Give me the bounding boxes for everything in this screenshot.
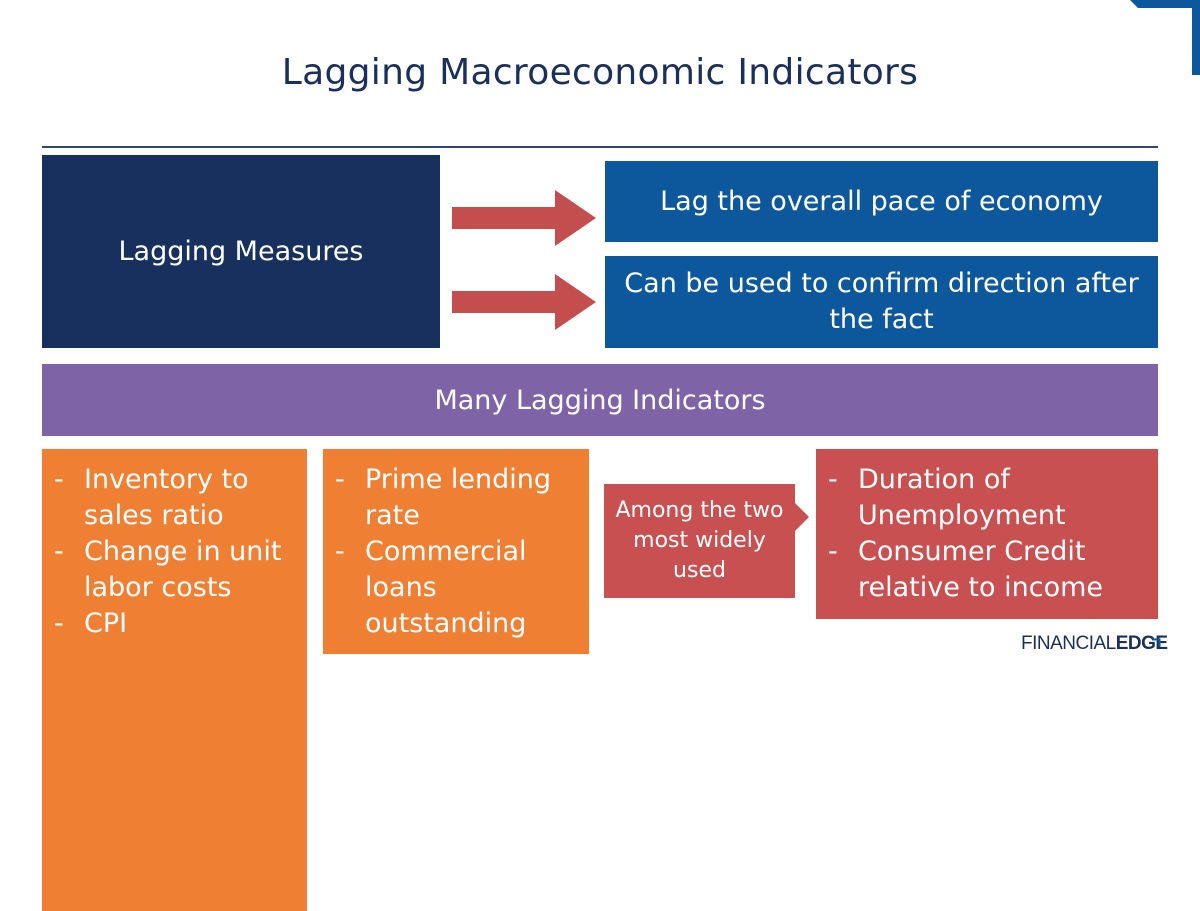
outcome-confirm-direction: Can be used to confirm direction after t… (605, 256, 1158, 348)
list-item: Prime lending rate (323, 462, 589, 534)
indicator-group-1-content: Inventory to sales ratio Change in unit … (42, 462, 307, 652)
logo-text-part1: FINANCIAL (1021, 633, 1116, 654)
corner-accent (1130, 0, 1200, 75)
many-indicators-banner: Many Lagging Indicators (42, 364, 1158, 436)
arrow-right-icon (452, 190, 596, 246)
indicator-list-1: Inventory to sales ratio Change in unit … (42, 462, 307, 642)
list-item: Consumer Credit relative to income (816, 534, 1158, 606)
lagging-measures-box: Lagging Measures (42, 155, 440, 348)
list-item: Inventory to sales ratio (42, 462, 307, 534)
most-used-box: Duration of Unemployment Consumer Credit… (816, 449, 1158, 619)
callout-pointer-icon (795, 503, 809, 531)
logo-text-part2: EDGE (1115, 633, 1168, 654)
indicator-group-2-content: Prime lending rate Commercial loans outs… (323, 462, 589, 652)
list-item: CPI (42, 606, 307, 642)
list-item: Change in unit labor costs (42, 534, 307, 606)
page-title: Lagging Macroeconomic Indicators (281, 52, 919, 93)
outcome-lag-pace: Lag the overall pace of economy (605, 161, 1158, 242)
indicator-list-2: Prime lending rate Commercial loans outs… (323, 462, 589, 642)
arrow-right-icon (452, 274, 596, 330)
list-item: Duration of Unemployment (816, 462, 1158, 534)
title-divider (42, 146, 1158, 148)
most-used-list: Duration of Unemployment Consumer Credit… (816, 462, 1158, 606)
callout-box: Among the two most widely used (604, 484, 795, 598)
list-item: Commercial loans outstanding (323, 534, 589, 642)
logo-mark-icon (1151, 633, 1161, 647)
financial-edge-logo: FINANCIALEDGE (1021, 633, 1168, 655)
